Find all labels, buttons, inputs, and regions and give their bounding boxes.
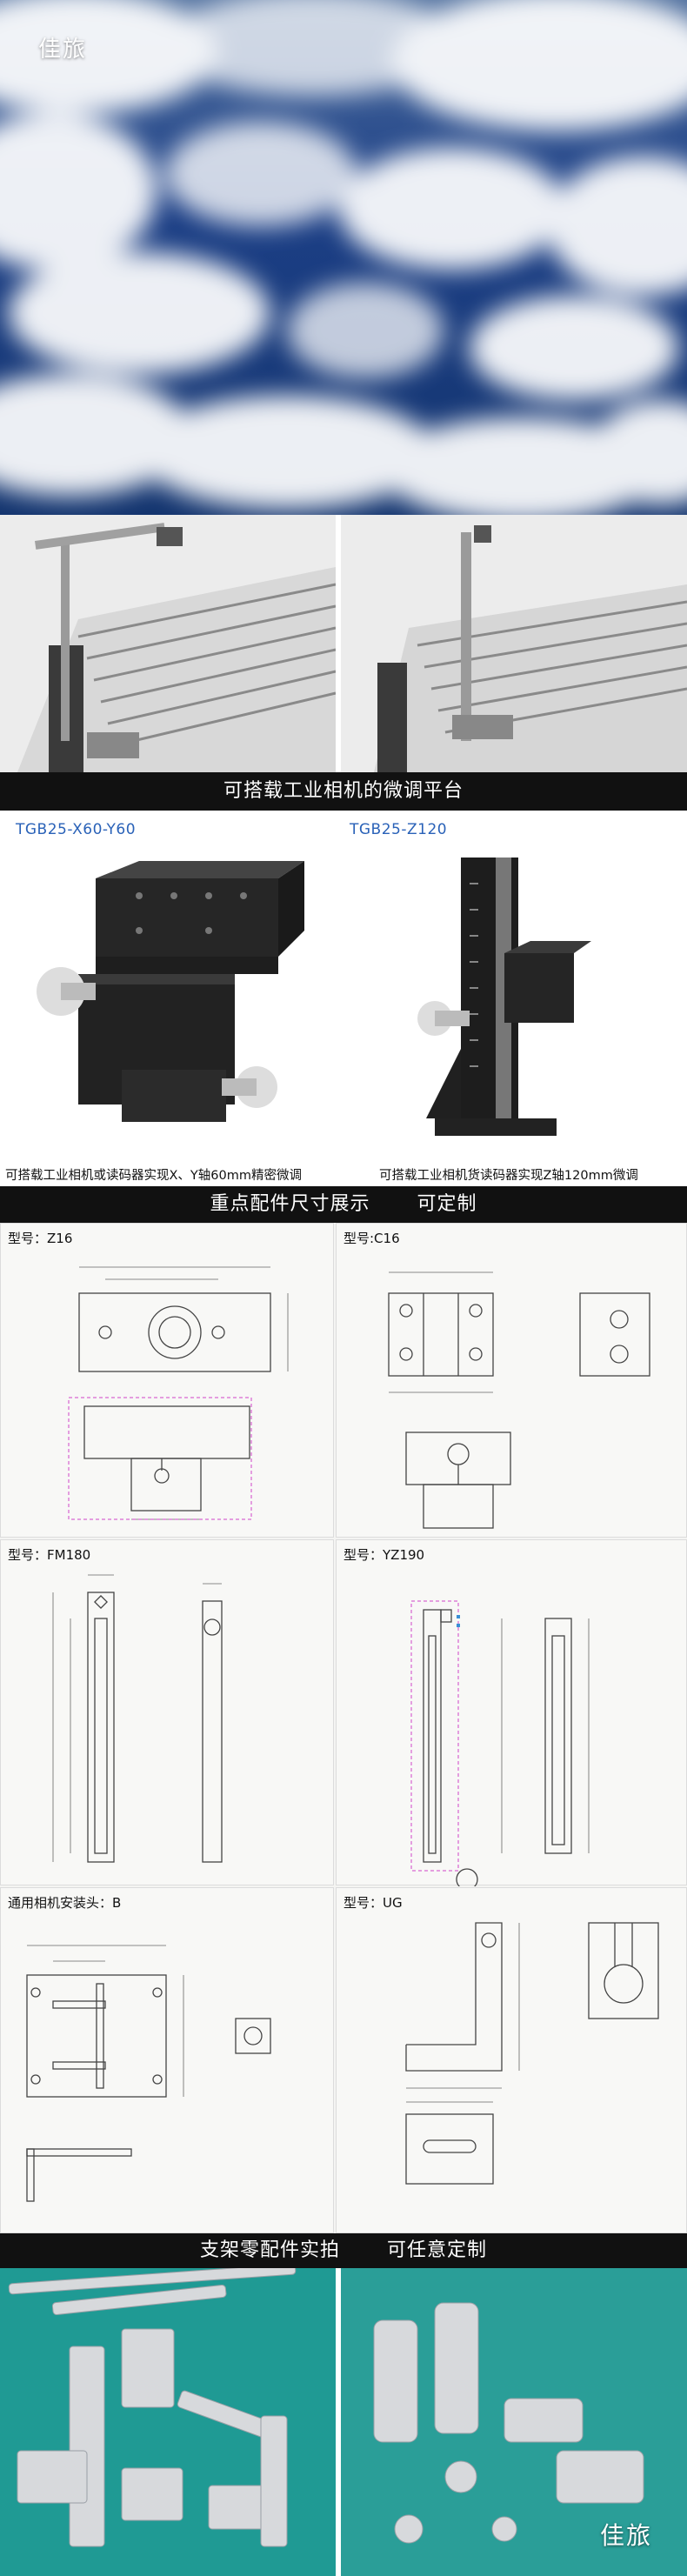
ug-drawing <box>405 1922 659 2185</box>
z16-drawing <box>68 1266 289 1520</box>
model-label-z: TGB25-Z120 <box>350 821 448 838</box>
b-drawing <box>26 1945 271 2202</box>
aluminum-frame-render <box>0 515 687 772</box>
banner-dimension-display: 重点配件尺寸展示 可定制 <box>0 1186 687 1223</box>
banner-camera-platform: 可搭载工业相机的微调平台 <box>0 772 687 811</box>
hero-sky-image: 佳旅 <box>0 0 687 515</box>
model-label-xy: TGB25-X60-Y60 <box>16 821 137 838</box>
drawing-ug: 型号：UG <box>336 1887 687 2233</box>
drawing-yz190: 型号：YZ190 <box>336 1539 687 1886</box>
z-stage-image <box>417 858 591 1136</box>
drawing-label: 型号：YZ190 <box>344 1547 425 1563</box>
sky-clouds-illustration <box>0 0 687 515</box>
frame-render-left <box>17 523 337 772</box>
banner-parts-photos: 支架零配件实拍 可任意定制 <box>0 2233 687 2268</box>
drawing-fm180: 型号：FM180 <box>0 1539 334 1885</box>
brand-watermark: 佳旅 <box>599 2521 652 2550</box>
caption-xy: 可搭载工业相机或读码器实现X、Y轴60mm精密微调 <box>5 1169 302 1183</box>
banner-title: 可搭载工业相机的微调平台 <box>223 780 464 802</box>
drawing-label: 型号：FM180 <box>8 1547 91 1563</box>
drawing-label: 型号：Z16 <box>8 1231 73 1246</box>
drawing-label: 型号：UG <box>344 1895 403 1911</box>
banner-title: 支架零配件实拍 <box>199 2239 340 2261</box>
dimension-drawings: 型号：Z16 <box>0 1223 687 2233</box>
c16-drawing <box>388 1271 650 1529</box>
drawing-label: 通用相机安装头：B <box>8 1895 122 1911</box>
parts-photo-illustration <box>0 2263 687 2576</box>
caption-z: 可搭载工业相机货读码器实现Z轴120mm微调 <box>379 1169 638 1183</box>
banner-subtitle: 可定制 <box>417 1193 477 1215</box>
drawing-z16: 型号：Z16 <box>0 1223 334 1538</box>
drawing-c16: 型号:C16 <box>336 1223 687 1538</box>
banner-title: 重点配件尺寸展示 <box>210 1193 370 1215</box>
banner-subtitle: 可任意定制 <box>387 2239 488 2261</box>
drawing-label: 型号:C16 <box>344 1231 400 1246</box>
parts-photos: 佳旅 <box>0 2263 687 2576</box>
fm180-drawing <box>52 1574 223 1863</box>
yz190-drawing <box>410 1600 590 1886</box>
drawing-b: 通用相机安装头：B <box>0 1887 334 2233</box>
brand-logo-text: 佳旅 <box>38 37 88 63</box>
xy-stage-image <box>37 861 304 1122</box>
frame-render-right <box>374 525 687 772</box>
frame-renders <box>0 515 687 772</box>
